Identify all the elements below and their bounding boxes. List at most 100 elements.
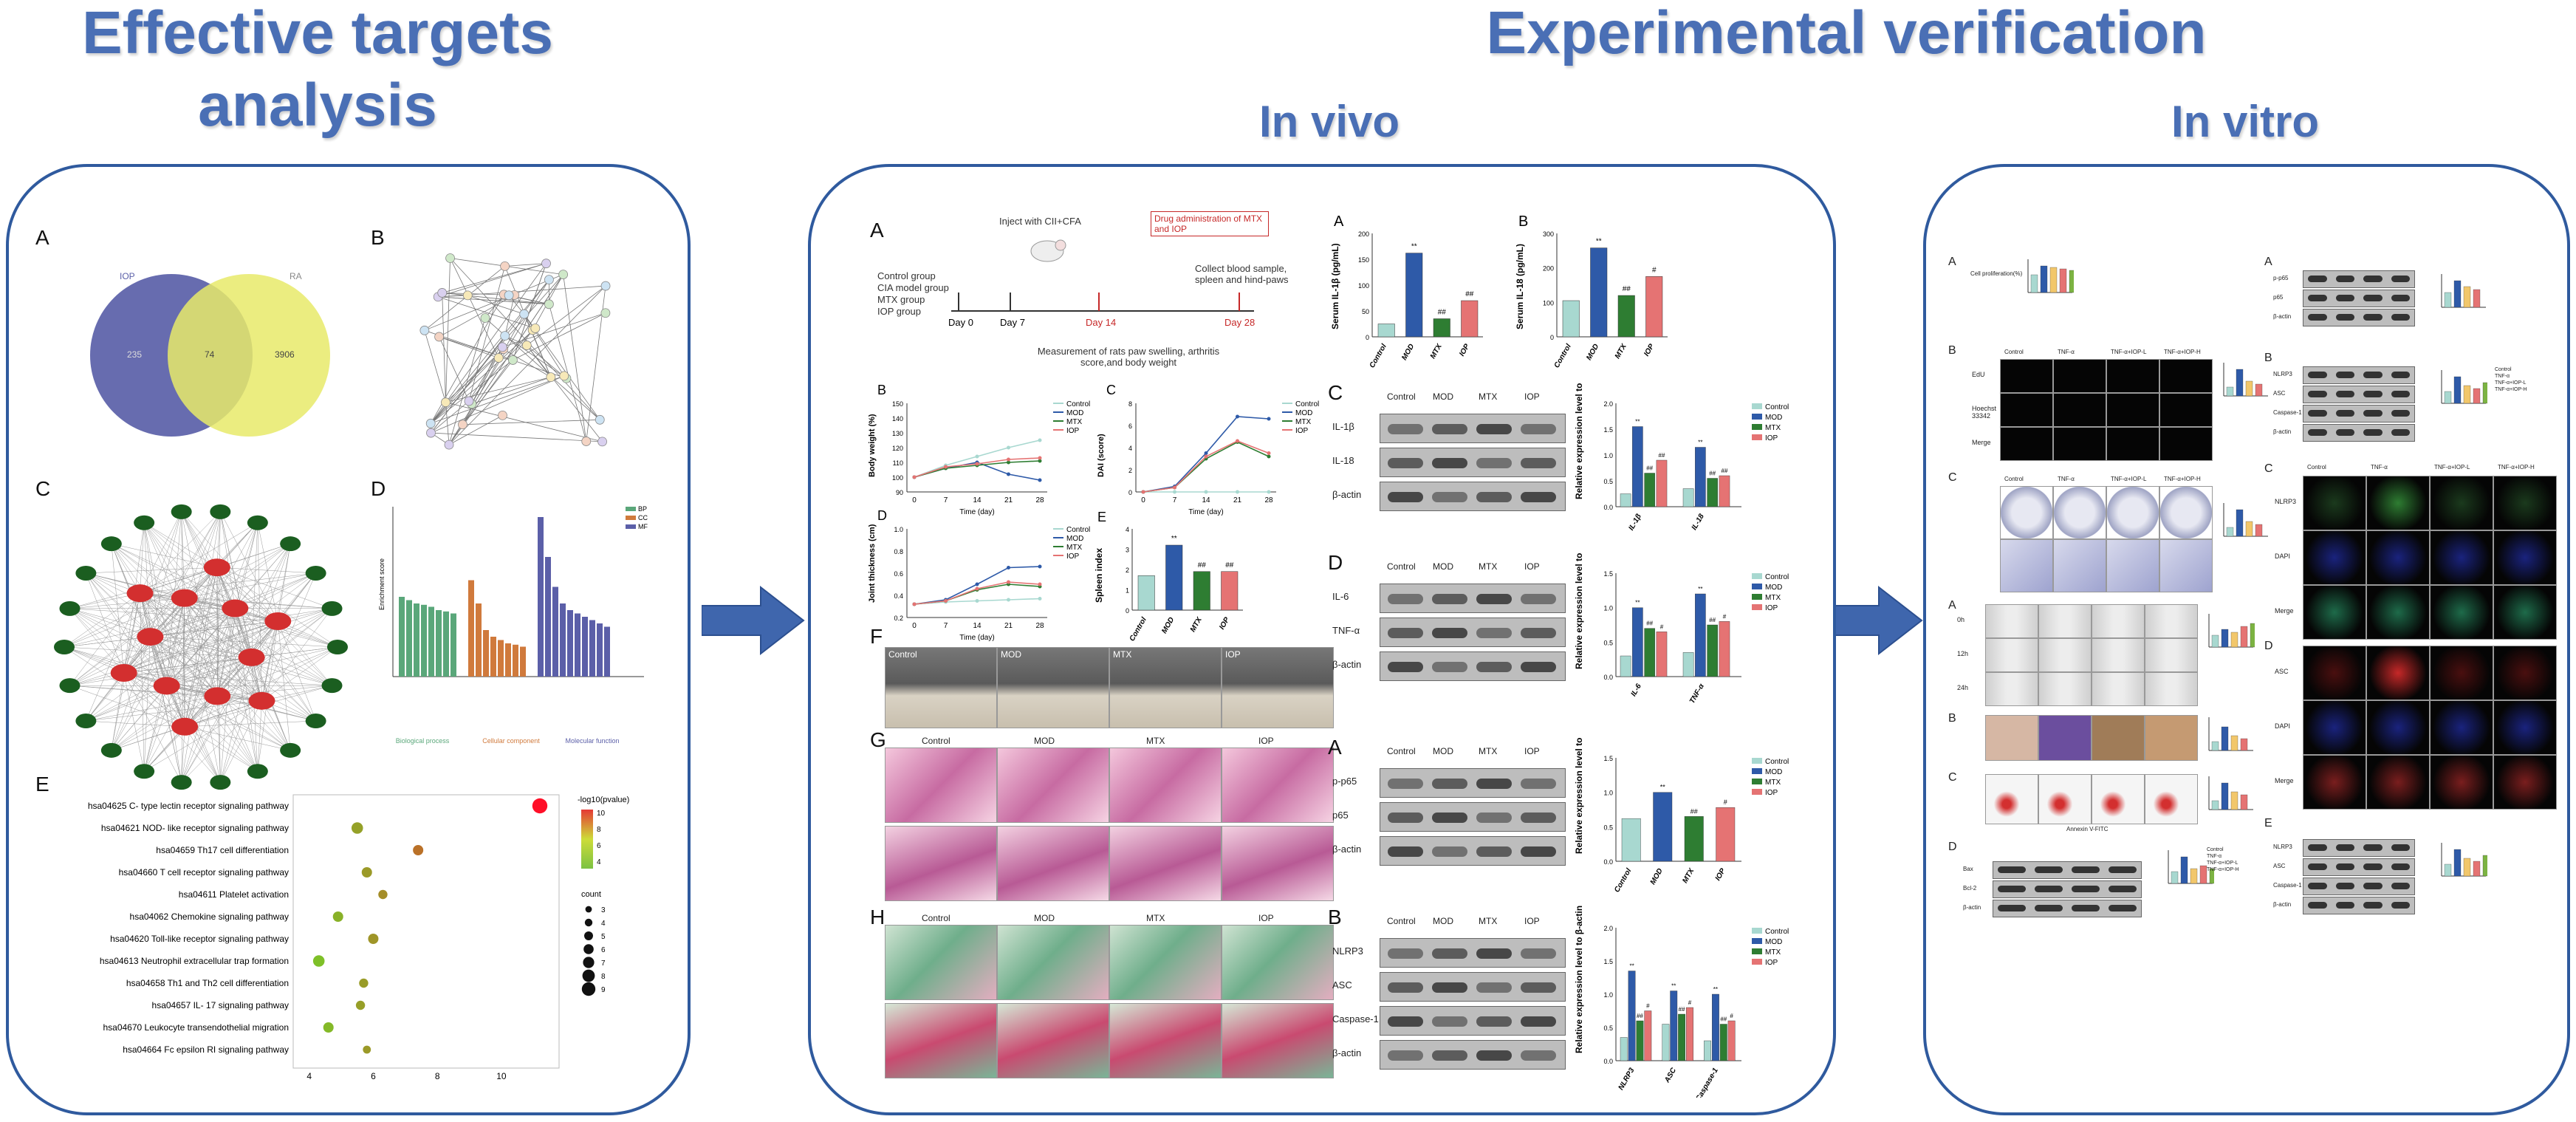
network-edge	[251, 522, 258, 657]
chart-xtick: 7	[944, 496, 948, 504]
lane-label: IOP	[1524, 746, 1540, 756]
blot-band	[1388, 662, 1423, 672]
legend-swatch	[1752, 584, 1762, 589]
kegg-term-label: hsa04062 Chemokine signaling pathway	[130, 911, 289, 922]
network-edge	[140, 592, 332, 686]
network-edge	[430, 328, 536, 424]
micrograph-tile	[2430, 700, 2493, 755]
chart-ytick: 1.5	[1603, 958, 1613, 965]
kegg-bubble	[312, 955, 325, 967]
network-node	[595, 414, 605, 425]
series-point	[975, 599, 979, 603]
significance-mark: ##	[1465, 290, 1474, 298]
series-point	[1204, 490, 1208, 494]
chart-ytick: 50	[1362, 308, 1369, 315]
data-bar	[2230, 632, 2238, 648]
chart-xtick: IOP	[1218, 616, 1231, 632]
rat-icon	[1030, 239, 1066, 262]
blot-band	[1476, 846, 1512, 857]
legend-label: MTX	[1765, 779, 1781, 787]
blot-row-label: ASC	[2273, 390, 2286, 397]
go-bar	[414, 603, 419, 677]
legend-swatch	[1752, 414, 1762, 420]
legend-label: TNF-α+IOP-H	[2207, 867, 2239, 872]
day-0: Day 0	[948, 317, 973, 328]
kegg-term-label: hsa04613 Neutrophil extracellular trap f…	[100, 956, 289, 966]
network-edge	[140, 593, 258, 772]
legend-swatch	[1752, 959, 1762, 965]
data-bar	[1193, 571, 1210, 611]
histology-image	[885, 748, 997, 823]
micrograph-tile	[2493, 700, 2557, 755]
network-edge	[216, 567, 338, 648]
chart-ylabel: Serum IL-1β (pg/mL)	[1330, 243, 1340, 329]
data-bar	[2171, 871, 2179, 884]
go-bar	[545, 557, 551, 677]
series-point	[1007, 566, 1010, 569]
kegg-bubble	[413, 845, 424, 855]
network-edge	[140, 592, 278, 622]
chart-ytick: 1.0	[1603, 790, 1613, 797]
network-edge	[143, 522, 236, 609]
kegg-bubble	[363, 1045, 371, 1054]
data-bar	[2444, 292, 2452, 308]
network-edge	[140, 593, 218, 697]
network-edge	[184, 598, 332, 686]
blot-band	[2035, 866, 2063, 873]
kegg-bubble	[351, 822, 363, 834]
data-bar	[2255, 524, 2263, 537]
network-edge	[143, 567, 218, 772]
network-edge	[150, 636, 262, 702]
network-node	[444, 439, 454, 450]
data-bar	[2221, 782, 2229, 810]
lane-label: MOD	[1433, 561, 1453, 572]
histology-zoom-image	[1109, 826, 1222, 901]
network-edge	[150, 608, 236, 637]
series-point	[1007, 457, 1010, 462]
blot-row	[2303, 366, 2415, 384]
network-node-outer	[321, 601, 343, 616]
blot-band	[2391, 372, 2410, 378]
network-edge	[144, 522, 217, 568]
chart-xtick: ASC	[1663, 1066, 1679, 1084]
network-node	[497, 342, 507, 352]
row-label: 12h	[1957, 650, 1969, 657]
core-target-network	[54, 504, 348, 790]
micrograph-tile	[2303, 700, 2366, 755]
histology-zoom-image	[885, 826, 997, 901]
network-edge	[216, 543, 291, 568]
network-edge	[69, 636, 151, 686]
effective-targets-panel: A IOP RA 235 74 3906 B C D Enrichment sc…	[6, 164, 691, 1115]
network-edge	[166, 685, 258, 772]
chart-xtick: 14	[973, 622, 982, 630]
data-bar	[1377, 324, 1395, 338]
network-edge	[111, 620, 278, 751]
kegg-bubble	[355, 1000, 366, 1010]
blot-band	[2363, 410, 2383, 417]
legend-label: MF	[638, 523, 648, 530]
network-edge	[431, 375, 564, 424]
network-node-core	[171, 717, 199, 736]
data-bar	[1562, 300, 1580, 338]
blot-band	[2335, 863, 2354, 870]
legend-label: MOD	[1765, 584, 1782, 592]
histology-image	[1109, 748, 1222, 823]
series-point	[1267, 451, 1271, 455]
network-edge	[468, 266, 505, 402]
data-bar	[2040, 265, 2048, 293]
legend-label: MTX	[1066, 418, 1082, 426]
micrograph-tile	[2038, 715, 2092, 761]
network-edge	[184, 572, 316, 598]
chart-ytick: 0	[1550, 334, 1554, 341]
network-node	[504, 290, 514, 301]
network-node	[437, 288, 448, 298]
blot-band	[2335, 372, 2354, 378]
blot-row-label: β-actin	[1963, 904, 1981, 911]
blot-band	[1432, 594, 1467, 604]
blot-row-label: IL-6	[1332, 591, 1349, 602]
chart-ytick: 0.0	[1603, 858, 1613, 866]
